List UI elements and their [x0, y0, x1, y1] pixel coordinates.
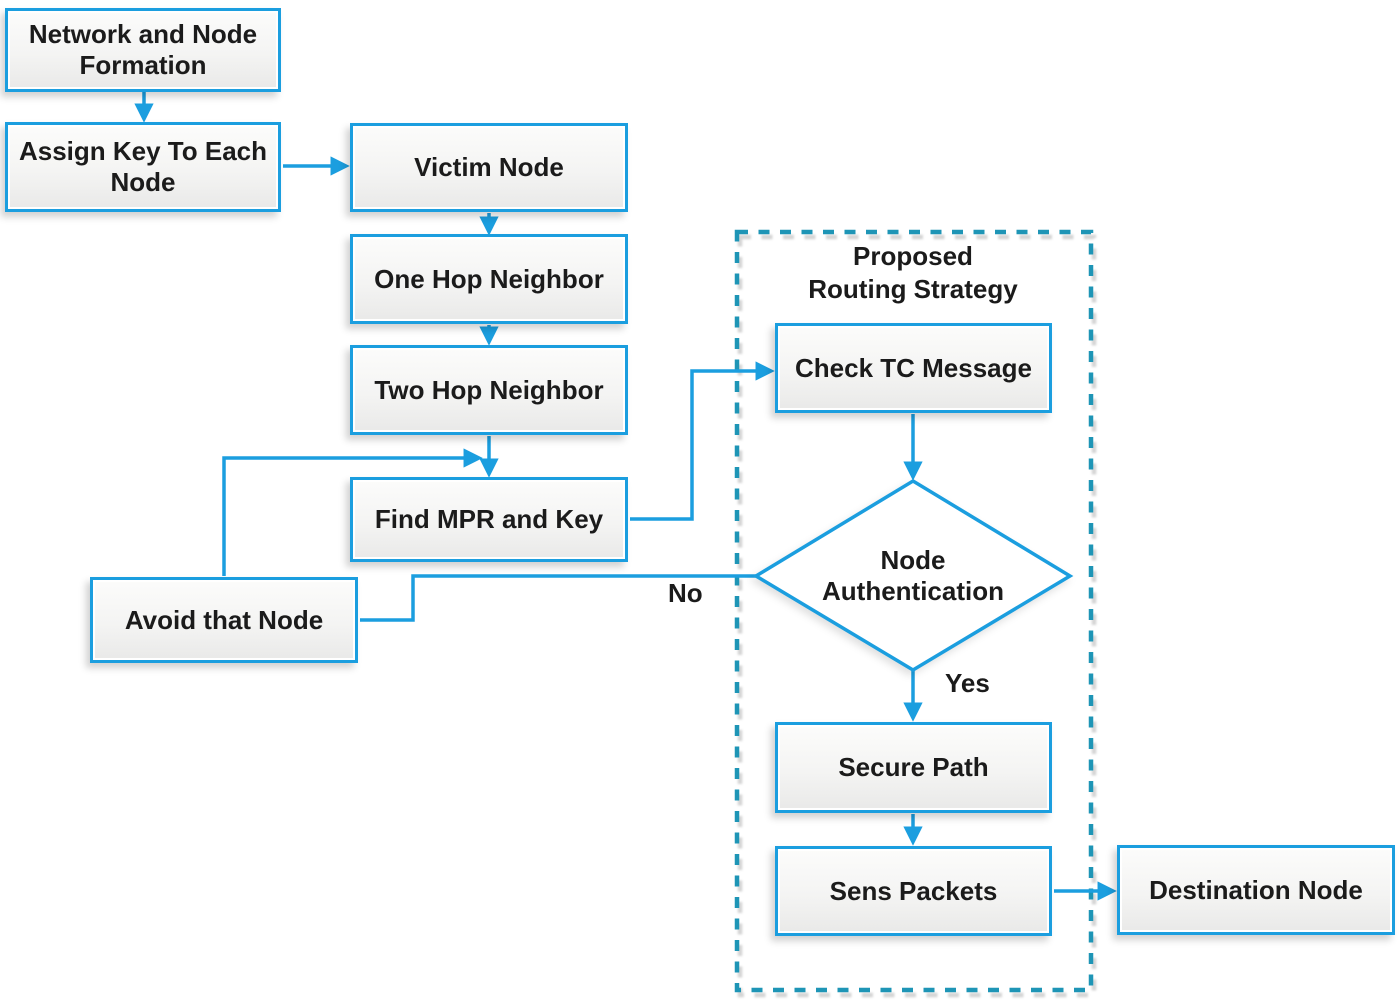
group-title-proposed-routing-strategy: Proposed Routing Strategy: [808, 241, 1018, 304]
node-destination-node: Destination Node: [1117, 845, 1395, 935]
node-one-hop-neighbor: One Hop Neighbor: [350, 234, 628, 324]
node-network-and-node-formation: Network and Node Formation: [5, 8, 281, 92]
node-avoid-that-node: Avoid that Node: [90, 577, 358, 663]
node-assign-key-to-each-node: Assign Key To Each Node: [5, 122, 281, 212]
connector-avoid-loop-to-findmpr: [222, 448, 483, 576]
connector-findmpr-to-checktc: [630, 361, 775, 521]
node-sens-packets: Sens Packets: [775, 846, 1052, 936]
edge-label-yes: Yes: [945, 668, 990, 698]
decision-diamond: [752, 478, 1074, 673]
node-victim-node: Victim Node: [350, 123, 628, 212]
node-find-mpr-and-key: Find MPR and Key: [350, 477, 628, 562]
node-two-hop-neighbor: Two Hop Neighbor: [350, 345, 628, 435]
connector-decision-no-to-avoid: [360, 574, 757, 622]
group-dashed-border: [734, 229, 1094, 993]
node-secure-path: Secure Path: [775, 722, 1052, 813]
edge-label-no: No: [668, 578, 703, 608]
node-check-tc-message: Check TC Message: [775, 323, 1052, 413]
decision-node-authentication-label: Node Authentication: [822, 544, 1004, 606]
